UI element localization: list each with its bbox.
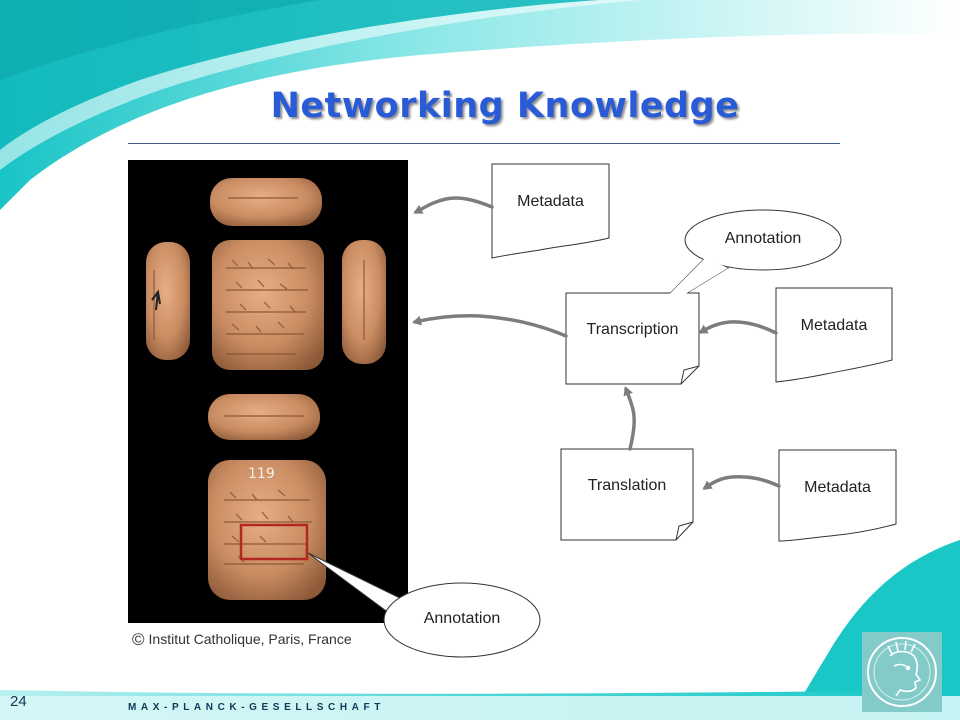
max-planck-minerva-logo xyxy=(862,632,942,712)
annotation-label-bottom: Annotation xyxy=(423,610,501,627)
metadata-document-top xyxy=(491,163,610,259)
translation-label: Translation xyxy=(587,477,667,494)
annotation-label-top: Annotation xyxy=(724,230,802,247)
arrow-translation-to-transcription xyxy=(623,386,636,451)
arrow-metadata-to-translation xyxy=(702,475,781,490)
photo-credit: ©Institut Catholique, Paris, France xyxy=(132,630,352,650)
transcription-label: Transcription xyxy=(586,321,679,338)
metadata-document-bottom xyxy=(778,449,897,542)
metadata-label-bottom: Metadata xyxy=(804,479,871,496)
metadata-label-top: Metadata xyxy=(517,193,584,210)
tablet-inscription-number: 119 xyxy=(248,466,275,482)
tablet-illustration: 119 xyxy=(146,178,386,600)
metadata-label-mid: Metadata xyxy=(800,317,868,334)
clay-tablet-photo: 119 xyxy=(128,160,408,623)
minerva-logo-icon xyxy=(867,637,937,707)
metadata-document-mid xyxy=(775,287,893,383)
brand-wordmark: MAX-PLANCK-GESELLSCHAFT xyxy=(128,702,385,713)
arrow-transcription-to-photo xyxy=(412,314,568,338)
photo-credit-text: Institut Catholique, Paris, France xyxy=(148,631,352,647)
title-divider xyxy=(128,143,840,144)
annotation-highlight-box xyxy=(239,523,309,561)
slide-title: Networking Knowledge xyxy=(270,86,740,126)
copyright-symbol: © xyxy=(132,630,145,649)
page-number: 24 xyxy=(10,693,27,710)
translation-document xyxy=(560,448,694,541)
annotation-callout-bottom xyxy=(383,582,541,658)
arrow-metadata-to-transcription xyxy=(698,320,778,335)
arrow-metadata-to-photo xyxy=(413,196,494,214)
annotation-callout-top xyxy=(684,209,842,271)
